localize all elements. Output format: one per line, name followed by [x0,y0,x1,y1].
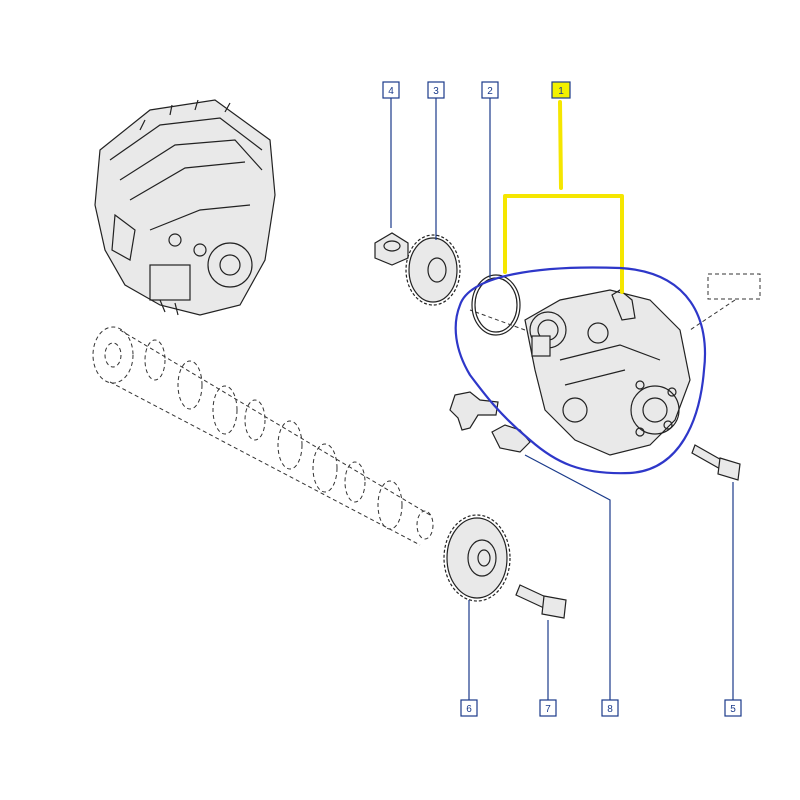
yellow-bracket-annotation [503,100,624,294]
blue-loop-annotation [454,266,707,475]
callout-6[interactable]: 6 [460,699,478,717]
callout-label-1: 1 [558,86,564,97]
reference-leader [689,299,736,331]
callout-label-8: 8 [607,704,613,715]
callout-label-3: 3 [433,86,439,97]
callout-4[interactable]: 4 [382,81,400,99]
camshaft [92,326,434,546]
camshaft-gear [443,514,511,602]
callout-label-2: 2 [487,86,493,97]
leader-8 [524,454,611,700]
gear-nut [374,232,409,266]
callout-2[interactable]: 2 [481,81,499,99]
gear-bolt [515,584,567,619]
callout-8[interactable]: 8 [601,699,619,717]
seal-dashed-leader [469,309,526,331]
callout-label-7: 7 [545,704,551,715]
o-ring-seal [471,274,521,336]
callout-1[interactable]: 1 [551,81,571,99]
callout-7[interactable]: 7 [539,699,557,717]
callout-5[interactable]: 5 [724,699,742,717]
dashed-reference-box [707,273,761,300]
callout-3[interactable]: 3 [427,81,445,99]
callout-label-5: 5 [730,704,736,715]
callout-label-4: 4 [388,86,394,97]
callout-label-6: 6 [466,704,472,715]
pump-drive-gear [405,234,461,306]
pump-mounting-bolt [691,444,741,481]
high-pressure-pump [524,289,691,456]
engine-assembly [94,99,276,316]
